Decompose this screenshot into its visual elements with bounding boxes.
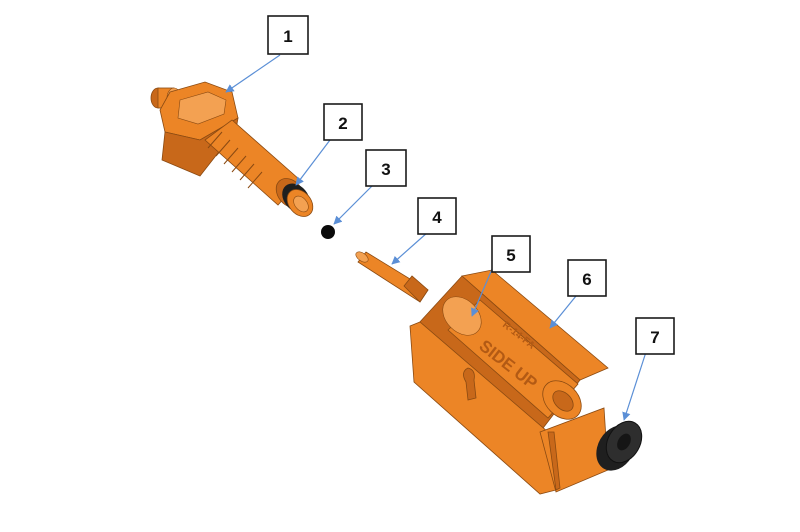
part-7-gasket bbox=[596, 420, 643, 471]
part-3-ball bbox=[321, 225, 335, 239]
thread-rings bbox=[207, 131, 263, 189]
callout-5-number: 5 bbox=[506, 246, 515, 265]
callout-1: 1 bbox=[267, 15, 309, 55]
part-1-threaded-fitting bbox=[150, 81, 314, 217]
callout-7: 7 bbox=[635, 317, 675, 355]
callout-3-number: 3 bbox=[381, 160, 390, 179]
callout-6: 6 bbox=[567, 259, 607, 297]
callout-1-number: 1 bbox=[283, 27, 292, 46]
leader-lines bbox=[225, 54, 647, 421]
callout-6-number: 6 bbox=[582, 270, 591, 289]
callout-7-number: 7 bbox=[650, 328, 659, 347]
callout-2: 2 bbox=[323, 103, 363, 141]
part-5-6-housing: SIDE UP R-14-FA bbox=[409, 269, 609, 495]
callout-5: 5 bbox=[491, 235, 531, 273]
callout-2-number: 2 bbox=[338, 114, 347, 133]
callout-4-number: 4 bbox=[432, 208, 442, 227]
callout-4: 4 bbox=[417, 197, 457, 235]
part-4-pin bbox=[355, 251, 429, 303]
callout-3: 3 bbox=[365, 149, 407, 187]
